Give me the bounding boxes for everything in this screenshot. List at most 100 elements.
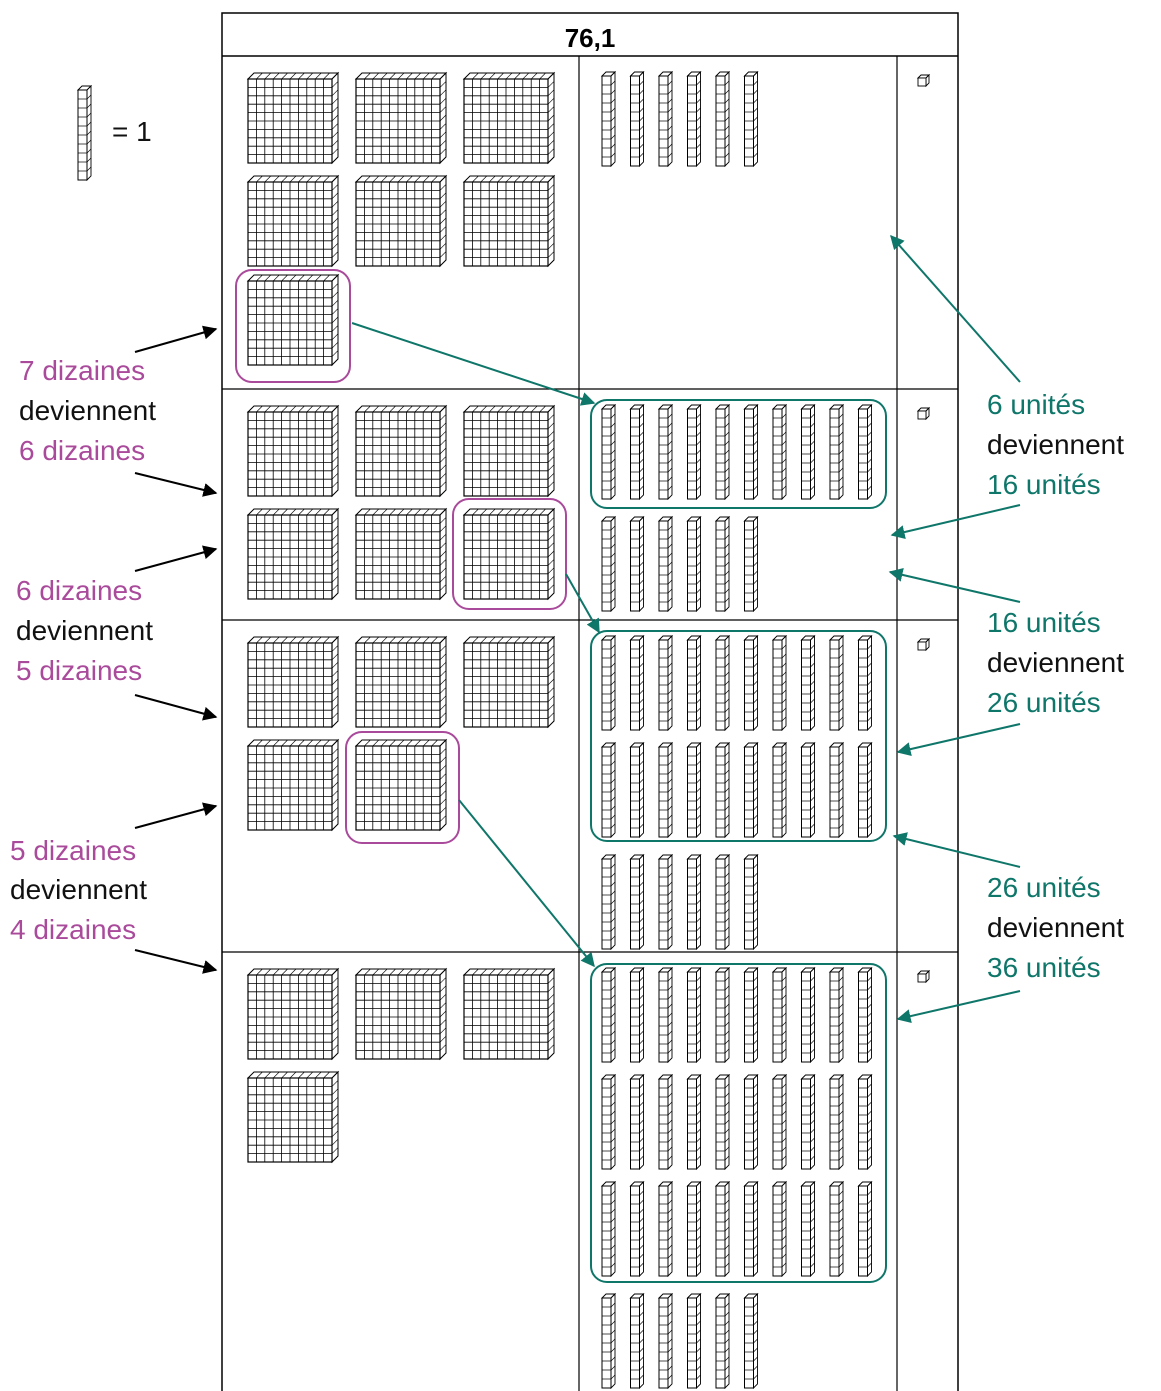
unit-cube-r3 [918,639,929,650]
hundred-plate-r3-5 [356,740,446,830]
arrow-right-3a [894,836,1020,867]
left-label-1-line3: 6 dizaines [19,435,145,466]
left-label-3-line2: deviennent [10,874,147,905]
arrow-exchange-1 [352,323,594,403]
ten-rod-grouped-r4-10 [859,968,872,1062]
ten-rod-loose-r3-4 [688,855,701,949]
right-label-1-line2: deviennent [987,429,1124,460]
arrow-left-2b [135,695,216,717]
ten-rod-grouped-r4-14 [688,1075,701,1169]
ten-rod-grouped-r2-7 [773,405,786,499]
ten-rod-grouped-r4-17 [773,1075,786,1169]
legend-text: = 1 [112,116,152,147]
ten-rod-grouped-r4-28 [802,1182,815,1276]
right-label-3-line1: 26 unités [987,872,1101,903]
hundred-plate-r1-2 [356,73,446,163]
ten-rod-grouped-r4-7 [773,968,786,1062]
ten-rod-grouped-r3-18 [802,743,815,837]
arrow-right-1b [892,505,1020,535]
ten-rod-loose-r4-1 [602,1294,615,1388]
hundred-plate-r3-3 [464,637,554,727]
ten-rod-grouped-r4-23 [659,1182,672,1276]
unit-cube-r4 [918,971,929,982]
ten-rod-grouped-r2-1 [602,405,615,499]
ten-rod-grouped-r2-2 [631,405,644,499]
ten-rod-loose-r1-1 [602,72,615,166]
arrow-right-3b [898,991,1020,1019]
ten-rod-loose-r2-1 [602,517,615,611]
hundred-plate-r3-1 [248,637,338,727]
ten-rod-grouped-r3-3 [659,636,672,730]
left-labels: 7 dizaines deviennent 6 dizaines 6 dizai… [10,355,156,945]
hundred-plate-r2-4 [248,509,338,599]
ten-rod-loose-r1-2 [631,72,644,166]
ten-rod-grouped-r3-7 [773,636,786,730]
left-label-3-line1: 5 dizaines [10,835,136,866]
ten-rod-grouped-r4-21 [602,1182,615,1276]
arrow-right-2a [890,572,1020,602]
ten-rod-grouped-r3-17 [773,743,786,837]
hundred-plate-r4-3 [464,969,554,1059]
ten-rod-grouped-r3-12 [631,743,644,837]
ten-rod-grouped-r4-30 [859,1182,872,1276]
ten-rod-grouped-r4-1 [602,968,615,1062]
ten-rod-grouped-r4-13 [659,1075,672,1169]
ten-rod-grouped-r3-1 [602,636,615,730]
ten-rod-loose-r4-3 [659,1294,672,1388]
ten-rod-grouped-r3-19 [830,743,843,837]
hundred-plate-r1-7 [248,275,338,365]
right-label-2-line1: 16 unités [987,607,1101,638]
ten-rod-grouped-r3-11 [602,743,615,837]
arrow-left-3b [135,950,216,970]
ten-rod-loose-r3-6 [745,855,758,949]
arrow-right-1a [891,236,1020,382]
hundred-plate-r4-2 [356,969,446,1059]
ten-rod-grouped-r4-26 [745,1182,758,1276]
arrow-left-3a [135,806,216,828]
ten-rod-loose-r2-3 [659,517,672,611]
hundred-plate-r2-6 [464,509,554,599]
ten-rod-grouped-r3-9 [830,636,843,730]
ten-rod-loose-r4-5 [716,1294,729,1388]
ten-rod-loose-r1-5 [716,72,729,166]
hundred-plate-r1-5 [356,176,446,266]
ten-rod-grouped-r3-5 [716,636,729,730]
ten-rod-grouped-r3-15 [716,743,729,837]
hundred-plate-r2-5 [356,509,446,599]
ten-rod-loose-r4-2 [631,1294,644,1388]
arrow-left-2a [135,549,216,571]
ten-rod-grouped-r2-6 [745,405,758,499]
left-label-2-line3: 5 dizaines [16,655,142,686]
ten-rod-grouped-r3-4 [688,636,701,730]
ten-rod-grouped-r4-9 [830,968,843,1062]
hundred-plate-r2-3 [464,406,554,496]
ten-rod-grouped-r4-8 [802,968,815,1062]
left-label-2-line1: 6 dizaines [16,575,142,606]
ten-rod-grouped-r4-2 [631,968,644,1062]
ten-rod-grouped-r4-29 [830,1182,843,1276]
base-ten-blocks [248,72,929,1388]
hundred-plate-r1-1 [248,73,338,163]
ten-rod-grouped-r4-25 [716,1182,729,1276]
right-label-1-line3: 16 unités [987,469,1101,500]
ten-rod-grouped-r4-4 [688,968,701,1062]
hundred-plate-r1-6 [464,176,554,266]
ten-rod-grouped-r3-14 [688,743,701,837]
unit-cube-r2 [918,408,929,419]
ten-rod-grouped-r4-3 [659,968,672,1062]
right-label-1-line1: 6 unités [987,389,1085,420]
ten-rod-grouped-r3-10 [859,636,872,730]
ten-rod-loose-r1-6 [745,72,758,166]
ten-rod-grouped-r4-27 [773,1182,786,1276]
ten-rod-grouped-r4-19 [830,1075,843,1169]
right-label-2-line2: deviennent [987,647,1124,678]
ten-rod-grouped-r4-12 [631,1075,644,1169]
right-label-3-line3: 36 unités [987,952,1101,983]
arrow-left-1b [135,473,216,493]
hundred-plate-r2-2 [356,406,446,496]
ten-rod-grouped-r2-3 [659,405,672,499]
ten-rod-grouped-r2-8 [802,405,815,499]
ten-rod-loose-r3-2 [631,855,644,949]
ten-rod-grouped-r3-13 [659,743,672,837]
